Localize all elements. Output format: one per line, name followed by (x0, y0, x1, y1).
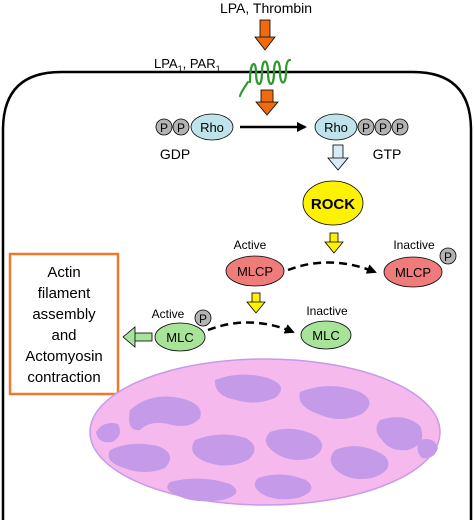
phosphate-icon (172, 118, 190, 136)
mlcp-arrow (246, 292, 266, 314)
rho-to-rock-arrow (327, 144, 349, 171)
svg-text:ROCK: ROCK (311, 196, 355, 213)
svg-text:MLC: MLC (312, 328, 339, 343)
outcome-line-5: Actomyosin (25, 348, 103, 365)
receptor-label: LPA1, PAR1 (154, 56, 221, 74)
phosphate-icon (374, 118, 392, 136)
mlcp-inactive: Inactive MLCP P (383, 238, 457, 288)
svg-text:P: P (396, 121, 404, 135)
outcome-line-3: assembly (32, 306, 96, 323)
svg-text:P: P (362, 121, 370, 135)
nucleus (89, 358, 441, 506)
rho-protein (190, 113, 234, 141)
rock: ROCK (302, 180, 364, 226)
receptor-to-rho-arrow (255, 89, 279, 116)
mlcp-active-state: Active (234, 238, 267, 252)
svg-text:MLC: MLC (166, 330, 193, 345)
mlc-active: Active MLC P (152, 307, 212, 352)
rock-arrow (324, 232, 344, 254)
svg-text:P: P (379, 121, 387, 135)
outcome-line-6: contraction (27, 369, 100, 386)
mlc-inactive-state: Inactive (306, 304, 348, 318)
svg-text:Rho: Rho (200, 120, 224, 135)
svg-text:P: P (199, 312, 207, 326)
outcome-box: Actin filament assembly and Actomyosin c… (8, 252, 120, 396)
rho-gtp: Rho P P P GTP (314, 113, 409, 162)
phosphate-icon (391, 118, 409, 136)
mlc-active-state: Active (152, 307, 185, 321)
mlc-inactive: Inactive MLC (300, 304, 352, 350)
outcome-line-1: Actin (47, 264, 80, 281)
phosphate-icon (194, 309, 212, 327)
svg-text:P: P (160, 121, 168, 135)
rho-protein (314, 113, 358, 141)
mlc-dephosphorylation-arrow (207, 321, 295, 334)
gdp-label: GDP (160, 146, 190, 162)
svg-text:P: P (177, 121, 185, 135)
phosphate-icon (439, 247, 457, 265)
ligand-arrow (254, 19, 276, 51)
mlcp-inactivation-arrow (287, 261, 377, 274)
phosphate-icon (155, 118, 173, 136)
svg-text:MLCP: MLCP (395, 265, 431, 280)
svg-text:P: P (444, 250, 452, 264)
phosphate-icon (357, 118, 375, 136)
ligand-label: LPA, Thrombin (220, 0, 312, 16)
svg-text:MLCP: MLCP (237, 264, 273, 279)
outcome-line-2: filament (38, 285, 91, 302)
mlcp-active: Active MLCP (225, 238, 285, 287)
outcome-line-4: and (51, 327, 76, 344)
mlcp-inactive-state: Inactive (393, 238, 435, 252)
gtp-label: GTP (373, 146, 402, 162)
rho-gdp: P P Rho GDP (155, 113, 234, 162)
receptor-icon (238, 58, 292, 98)
svg-text:Rho: Rho (324, 120, 348, 135)
outcome-arrow (122, 326, 153, 348)
